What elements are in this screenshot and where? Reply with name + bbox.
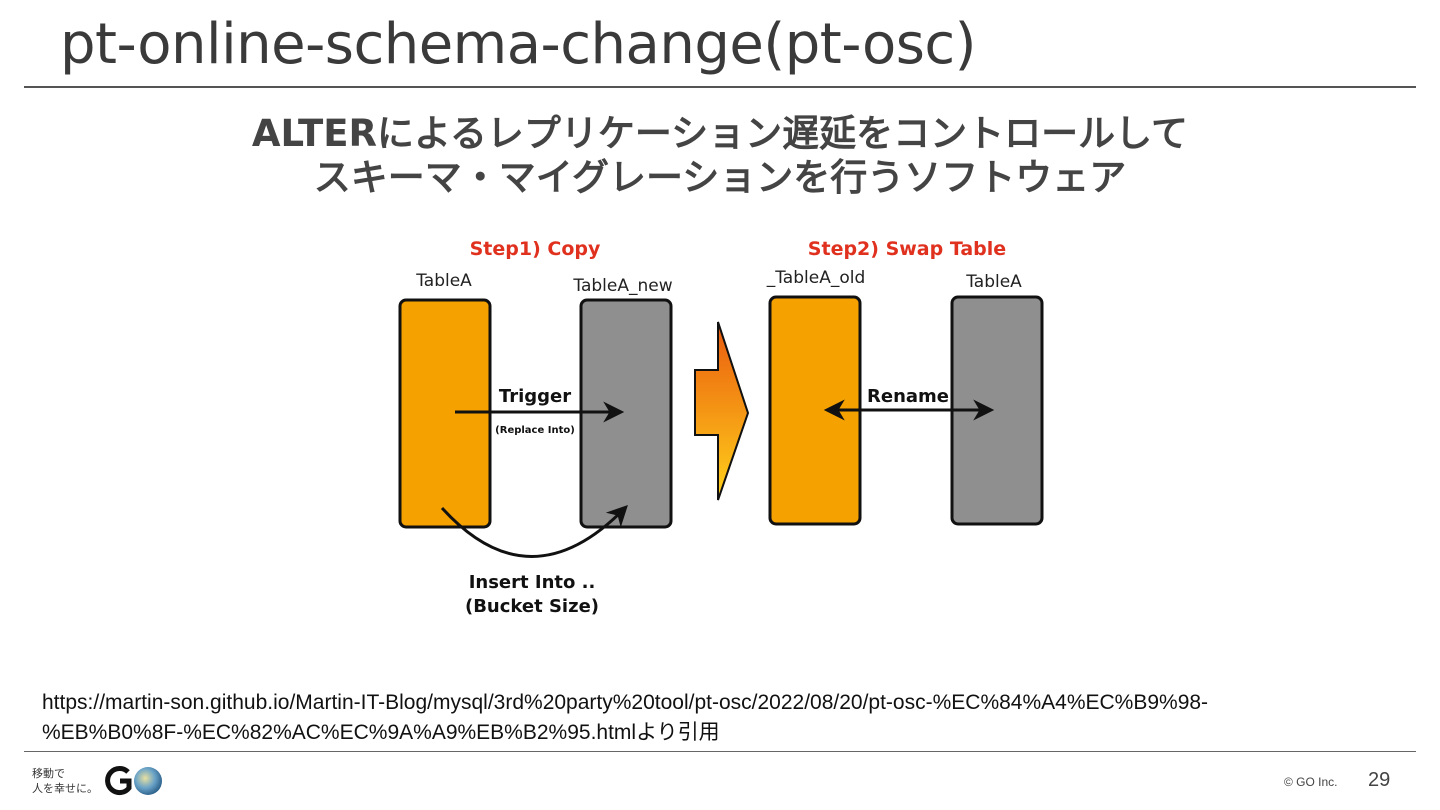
copyright: © GO Inc.	[1284, 775, 1338, 789]
footer-divider	[24, 751, 1416, 752]
subtitle-line-1: ALTERによるレプリケーション遅延をコントロールして	[251, 112, 1189, 155]
step1-title: Step1) Copy	[470, 238, 601, 260]
slide-title: pt-online-schema-change(pt-osc)	[60, 12, 977, 77]
title-divider	[24, 86, 1416, 88]
trigger-sublabel: (Replace Into)	[495, 425, 575, 436]
label-table-a-new: TableA_new	[572, 276, 672, 296]
slide-subtitle: ALTERによるレプリケーション遅延をコントロールして スキーマ・マイグレーショ…	[0, 112, 1440, 200]
source-citation: https://martin-son.github.io/Martin-IT-B…	[42, 688, 1402, 748]
rename-label: Rename	[867, 386, 949, 407]
label-table-a: TableA	[415, 271, 472, 291]
logo-tagline-line-2: 人を幸せに。	[32, 782, 98, 795]
transition-arrow-icon	[694, 321, 750, 501]
pt-osc-diagram: Step1) Copy Step2) Swap Table TableA Tab…	[398, 238, 1044, 617]
page-number: 29	[1368, 769, 1391, 791]
go-logo-icon: GO	[105, 766, 162, 796]
insert-arrow-icon	[440, 505, 628, 558]
trigger-label: Trigger	[499, 386, 571, 407]
step2-title: Step2) Swap Table	[808, 238, 1006, 260]
logo-tagline-line-1: 移動で	[32, 767, 65, 780]
source-line-1: https://martin-son.github.io/Martin-IT-B…	[42, 691, 1209, 714]
logo-tagline: 移動で 人を幸せに。	[32, 766, 98, 796]
source-line-2: %EB%B0%8F-%EC%82%AC%EC%9A%A9%EB%B2%95.ht…	[42, 721, 720, 744]
label-table-a-old: _TableA_old	[766, 268, 866, 288]
insert-label-line-2: (Bucket Size)	[465, 596, 599, 617]
label-table-a-swapped: TableA	[965, 272, 1022, 292]
insert-label-line-1: Insert Into ..	[469, 572, 596, 593]
subtitle-line-2: スキーマ・マイグレーションを行うソフトウェア	[313, 156, 1127, 199]
